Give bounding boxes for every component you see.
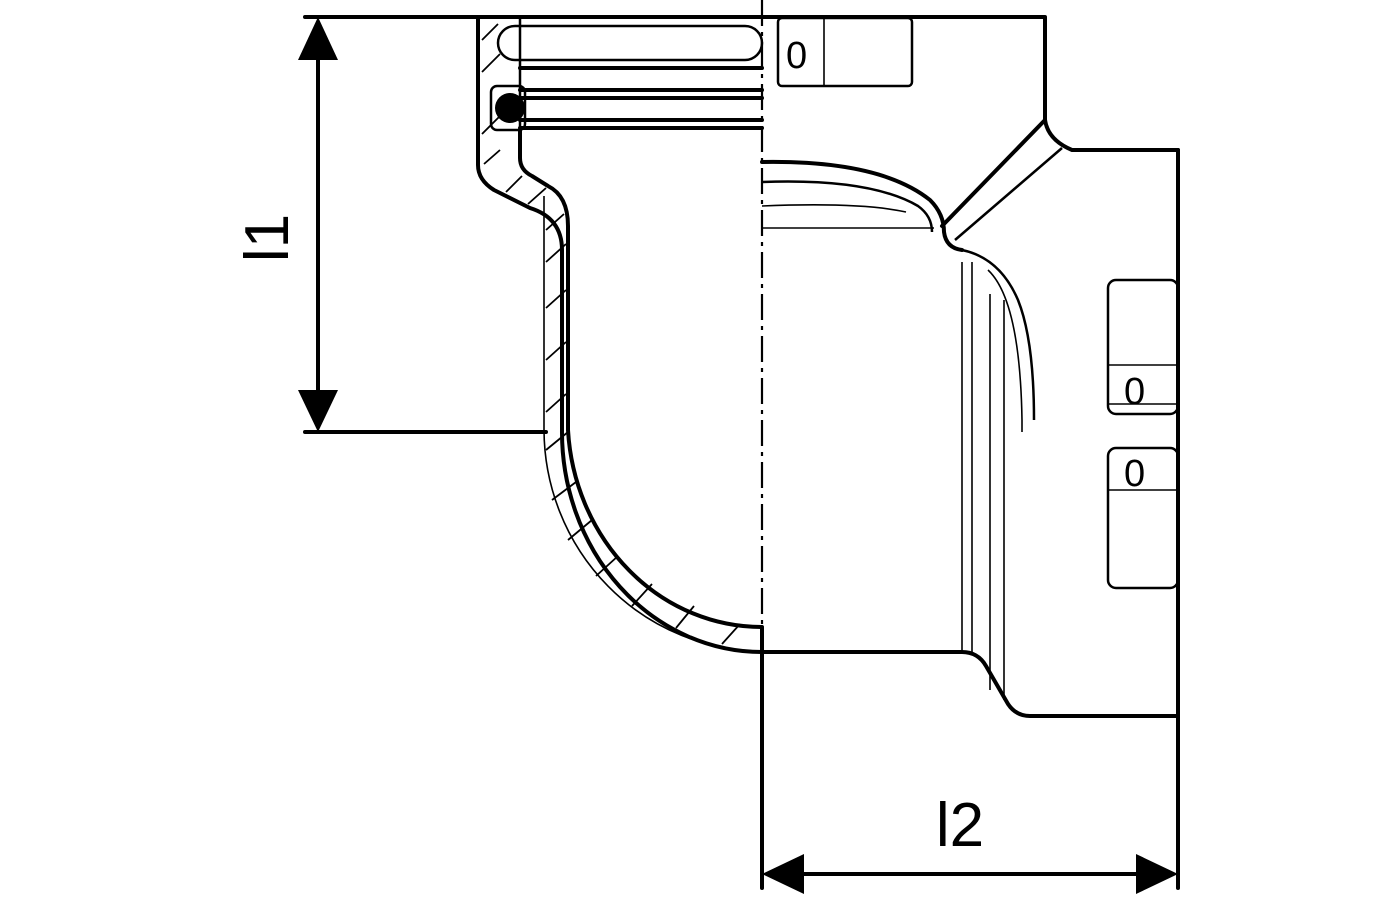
press-mark-top: 0 bbox=[786, 35, 807, 77]
dimension-label-l2: l2 bbox=[936, 791, 984, 860]
press-mark-right-lower: 0 bbox=[1124, 453, 1145, 495]
dimension-l2: l2 bbox=[762, 791, 1178, 894]
section-view bbox=[476, 15, 764, 654]
dimension-l1: l1 bbox=[233, 15, 548, 434]
dimension-label-l1: l1 bbox=[233, 214, 302, 262]
o-ring bbox=[495, 93, 525, 123]
press-mark-right-upper: 0 bbox=[1124, 371, 1145, 413]
exterior-view: 0 0 0 bbox=[760, 15, 1180, 890]
